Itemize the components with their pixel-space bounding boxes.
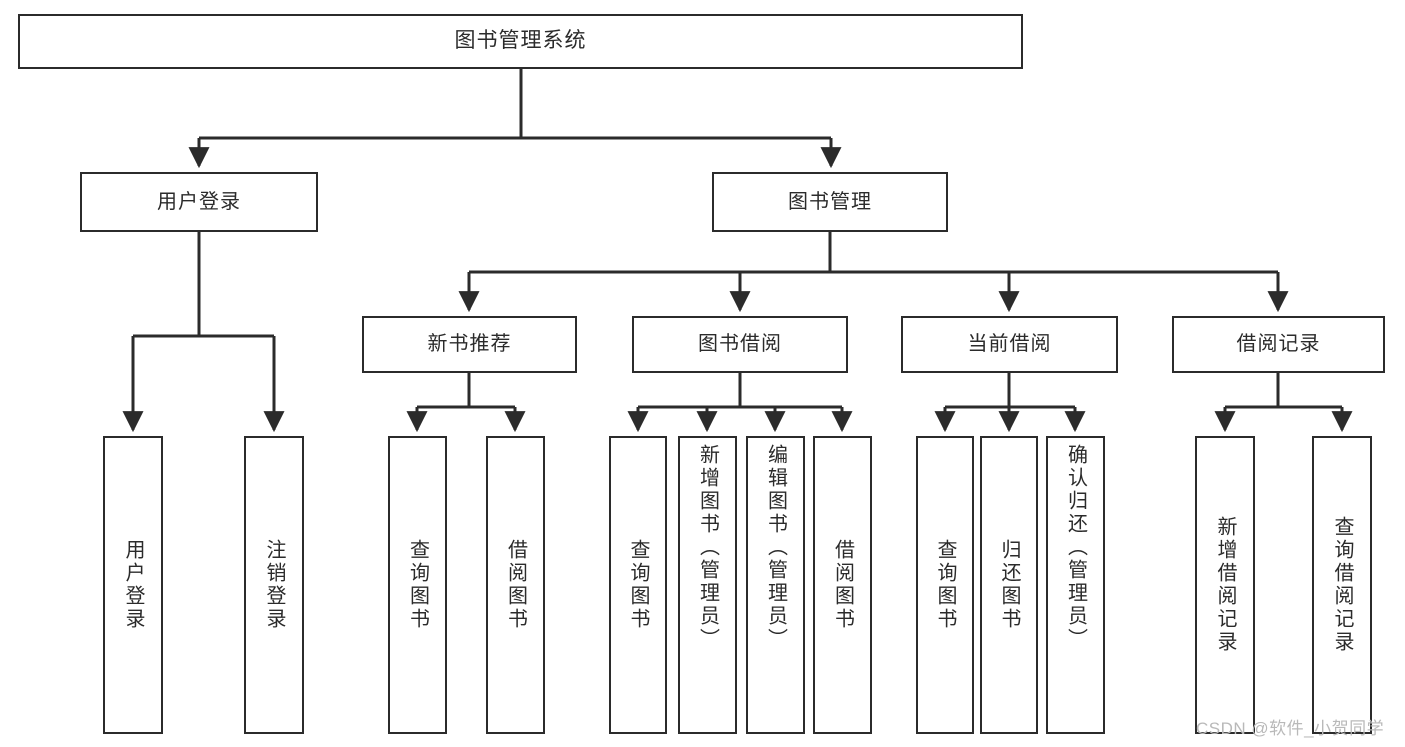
node-leaf-query-book-3[interactable]: 查询图书 — [916, 436, 974, 734]
node-leaf-query-book-2[interactable]: 查询图书 — [609, 436, 667, 734]
node-leaf-borrow-book-1[interactable]: 借阅图书 — [486, 436, 545, 734]
watermark: CSDN @软件_小贺同学 — [1196, 719, 1385, 738]
node-root-system[interactable]: 图书管理系统 — [18, 14, 1023, 69]
node-label: 用户登录 — [157, 190, 241, 213]
node-leaf-user-login[interactable]: 用户登录 — [103, 436, 163, 734]
node-leaf-edit-book-admin[interactable]: 编辑图书（管理员） — [746, 436, 805, 734]
node-label: 用户登录 — [122, 539, 144, 631]
node-leaf-query-borrow-record[interactable]: 查询借阅记录 — [1312, 436, 1372, 734]
node-label: 借阅图书 — [504, 539, 527, 631]
node-label: 查询图书 — [406, 539, 429, 631]
node-label: 图书借阅 — [698, 333, 782, 355]
node-label: 借阅图书 — [831, 539, 854, 631]
node-leaf-user-logout[interactable]: 注销登录 — [244, 436, 304, 734]
node-label: 确认归还（管理员） — [1064, 444, 1087, 651]
node-label: 编辑图书（管理员） — [764, 444, 787, 651]
node-label: 查询图书 — [627, 539, 649, 631]
node-user-login[interactable]: 用户登录 — [80, 172, 318, 232]
node-borrow-record[interactable]: 借阅记录 — [1172, 316, 1385, 373]
node-leaf-add-book-admin[interactable]: 新增图书（管理员） — [678, 436, 737, 734]
node-leaf-query-book-1[interactable]: 查询图书 — [388, 436, 447, 734]
node-leaf-confirm-return-admin[interactable]: 确认归还（管理员） — [1046, 436, 1105, 734]
node-label: 图书管理 — [788, 190, 872, 213]
node-current-borrow[interactable]: 当前借阅 — [901, 316, 1118, 373]
node-label: 借阅记录 — [1236, 333, 1321, 355]
node-label: 查询图书 — [934, 539, 956, 631]
node-label: 当前借阅 — [967, 333, 1052, 355]
node-book-borrow[interactable]: 图书借阅 — [632, 316, 848, 373]
node-leaf-return-book[interactable]: 归还图书 — [980, 436, 1038, 734]
node-label: 新书推荐 — [427, 333, 512, 355]
node-leaf-add-borrow-record[interactable]: 新增借阅记录 — [1195, 436, 1255, 734]
node-label: 归还图书 — [998, 539, 1020, 631]
node-book-manage[interactable]: 图书管理 — [712, 172, 948, 232]
node-label: 图书管理系统 — [454, 29, 587, 53]
node-label: 注销登录 — [263, 539, 285, 631]
node-label: 新增图书（管理员） — [696, 444, 719, 651]
node-label: 新增借阅记录 — [1214, 516, 1236, 654]
node-leaf-borrow-book-2[interactable]: 借阅图书 — [813, 436, 872, 734]
node-label: 查询借阅记录 — [1331, 516, 1353, 654]
node-new-book-rec[interactable]: 新书推荐 — [362, 316, 577, 373]
